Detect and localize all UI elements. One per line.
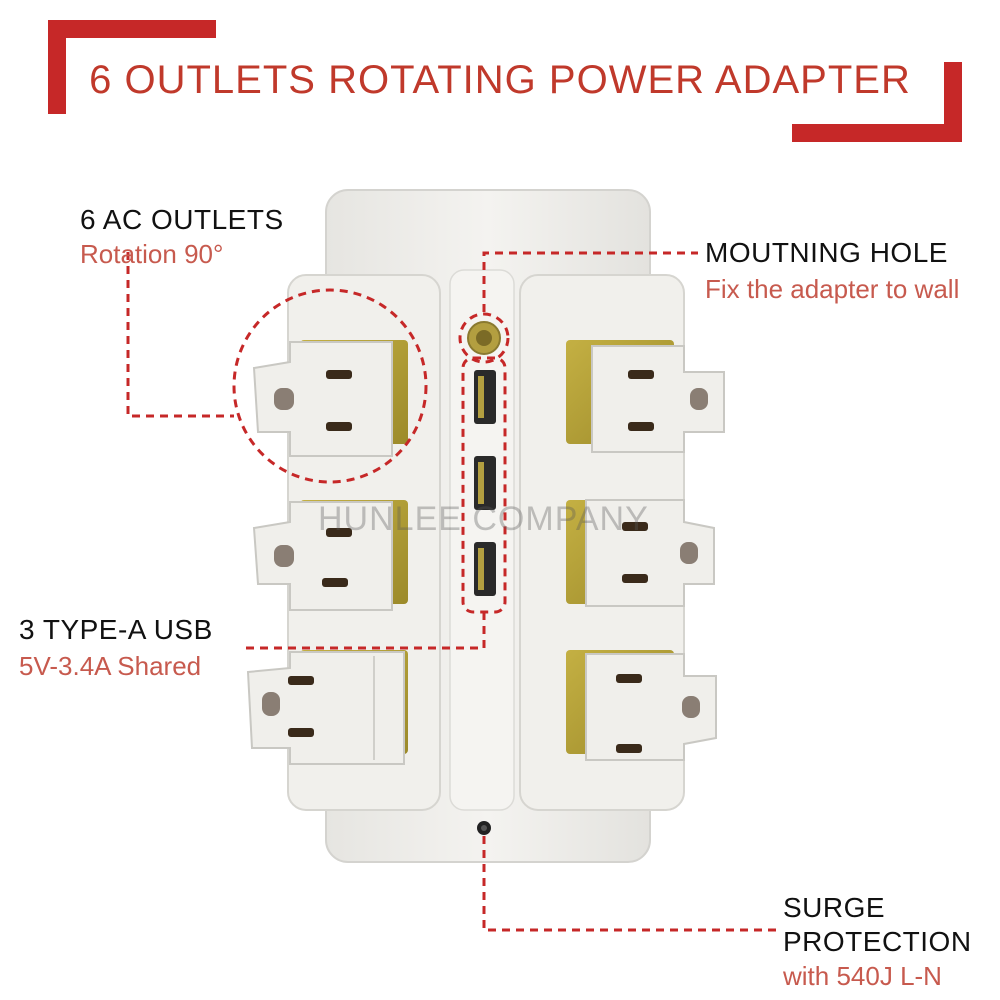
surge-callout-line — [482, 836, 778, 932]
ac-outlet-icon — [585, 499, 715, 607]
mounting-hole-callout-line — [482, 251, 698, 312]
ac-outlets-label: 6 AC OUTLETS — [80, 204, 284, 235]
ac-outlet-icon — [585, 653, 717, 761]
ac-outlet-icon — [252, 341, 393, 457]
usb-sublabel: 5V-3.4A Shared — [19, 651, 202, 681]
title-frame-bottom-horizontal — [792, 124, 962, 142]
ac-outlets-sublabel: Rotation 90° — [80, 239, 224, 269]
title-frame-top-horizontal — [48, 20, 216, 38]
title-frame-left-vertical — [48, 20, 66, 114]
surge-label-line2: PROTECTION — [783, 926, 972, 957]
surge-indicator-icon — [477, 821, 491, 835]
usb-callout-line — [242, 612, 486, 650]
mounting-hole-icon — [467, 321, 501, 355]
mounting-hole-label: MOUTNING HOLE — [705, 237, 948, 268]
center-channel — [449, 269, 515, 811]
usb-port-icon — [474, 542, 496, 596]
ac-outlet-callout-circle — [232, 288, 428, 484]
mounting-hole-callout-circle — [458, 312, 510, 364]
usb-port-icon — [474, 456, 496, 510]
surge-label-line1: SURGE — [783, 892, 886, 923]
watermark: HUNLEE COMPANY — [318, 500, 649, 538]
usb-port-icon — [474, 370, 496, 424]
mounting-hole-sublabel: Fix the adapter to wall — [705, 274, 960, 304]
ac-outlet-icon — [246, 651, 405, 765]
ac-outlet-icon — [591, 345, 725, 453]
page-title: 6 OUTLETS ROTATING POWER ADAPTER — [89, 58, 911, 102]
title-frame-right-vertical — [944, 62, 962, 140]
surge-sublabel: with 540J L-N — [783, 961, 942, 991]
ac-outlet-icon — [252, 501, 393, 611]
ac-outlet-callout-line — [126, 252, 234, 418]
usb-label: 3 TYPE-A USB — [19, 614, 213, 645]
